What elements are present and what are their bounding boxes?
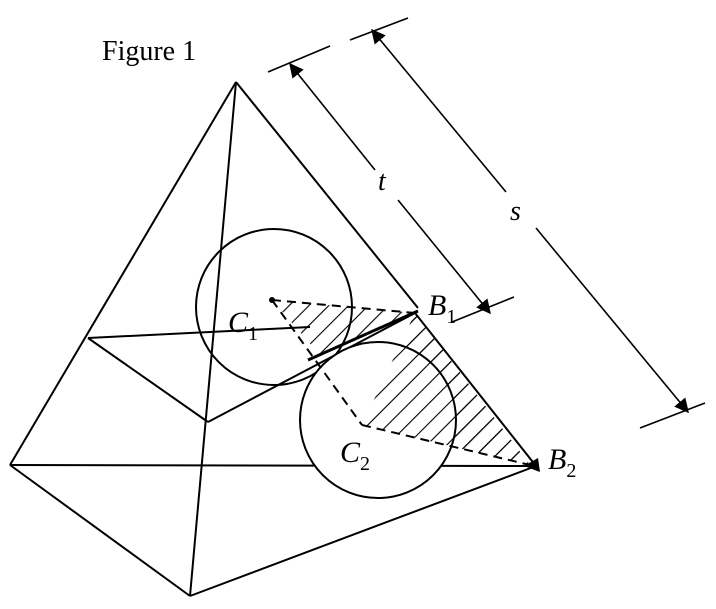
t-arrow-upper bbox=[289, 62, 376, 171]
section-left-front bbox=[87, 337, 209, 423]
section-front-right bbox=[207, 312, 416, 423]
t-extension-top bbox=[267, 45, 331, 73]
edge-left-b2 bbox=[9, 464, 537, 467]
label-c2: C2 bbox=[340, 436, 370, 475]
point-c1 bbox=[269, 297, 275, 303]
label-b2: B2 bbox=[548, 443, 576, 482]
c1-b1-dashed bbox=[271, 299, 416, 314]
s-extension-top bbox=[349, 17, 409, 41]
s-arrow-upper bbox=[371, 28, 507, 193]
label-s: s bbox=[510, 196, 521, 227]
section-left-right bbox=[87, 326, 311, 339]
edge-apex-left bbox=[9, 81, 237, 466]
shaded-region-over-sphere bbox=[362, 313, 530, 465]
label-b1: B1 bbox=[428, 289, 456, 328]
label-c1: C1 bbox=[228, 306, 258, 345]
t-arrow-lower bbox=[397, 199, 491, 315]
t-extension-bottom bbox=[451, 296, 515, 323]
b1-b2-edge bbox=[414, 312, 537, 467]
c1-c2-dashed bbox=[271, 299, 363, 426]
edge-left-front bbox=[9, 464, 191, 597]
tetrahedron bbox=[9, 81, 537, 597]
point-b2-marker bbox=[524, 458, 540, 472]
c2-b2-dashed bbox=[361, 424, 531, 466]
dimension-s bbox=[349, 17, 706, 429]
tangent-segment bbox=[307, 309, 419, 362]
figure-title: Figure 1 bbox=[102, 36, 196, 67]
s-arrow-lower bbox=[535, 227, 689, 414]
edge-apex-front bbox=[189, 81, 237, 597]
dimension-t bbox=[267, 45, 515, 323]
edge-apex-b1 bbox=[235, 81, 419, 309]
edge-front-b2 bbox=[189, 465, 537, 597]
label-t: t bbox=[378, 166, 387, 197]
shaded-wedge bbox=[272, 300, 415, 355]
s-extension-bottom bbox=[639, 402, 706, 429]
dashed-lines bbox=[271, 299, 531, 466]
